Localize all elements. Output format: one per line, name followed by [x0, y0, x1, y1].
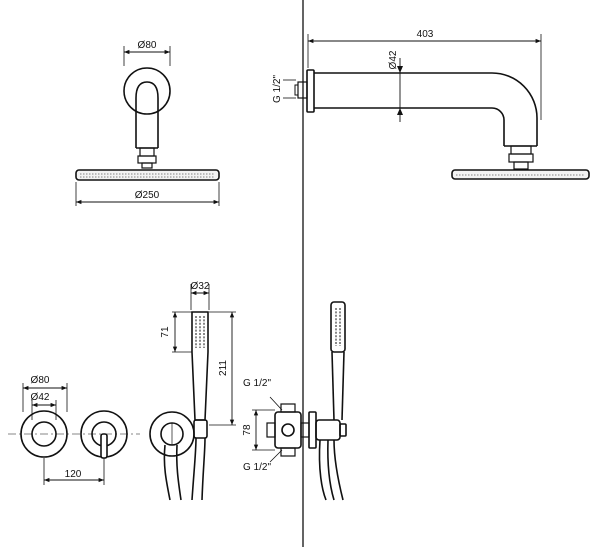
label-handshower-length: 211	[218, 360, 229, 376]
concealed-body-side-view	[252, 301, 347, 501]
shower-arm-side-view	[283, 34, 590, 180]
label-body-thread-top: G 1/2"	[243, 378, 271, 389]
label-body-thread-bottom: G 1/2"	[243, 462, 271, 473]
mixer-front-view	[8, 383, 140, 485]
label-body-depth: 78	[242, 424, 253, 436]
label-arm-side-length: 403	[417, 29, 434, 40]
shower-arm-front-view	[75, 46, 220, 206]
label-mixer-spacing: 120	[65, 469, 82, 480]
label-arm-front-width: Ø80	[138, 40, 157, 51]
label-arm-thread: G 1/2"	[272, 75, 283, 103]
label-mixer-outer-diameter: Ø80	[31, 375, 50, 386]
handshower-front-view	[149, 284, 236, 501]
label-mixer-inner-diameter: Ø42	[31, 392, 50, 403]
label-handshower-width: Ø32	[191, 281, 210, 292]
label-handshower-head-height: 71	[160, 326, 171, 338]
label-head-front-diameter: Ø250	[135, 190, 160, 201]
label-arm-side-diameter: Ø42	[388, 50, 399, 69]
